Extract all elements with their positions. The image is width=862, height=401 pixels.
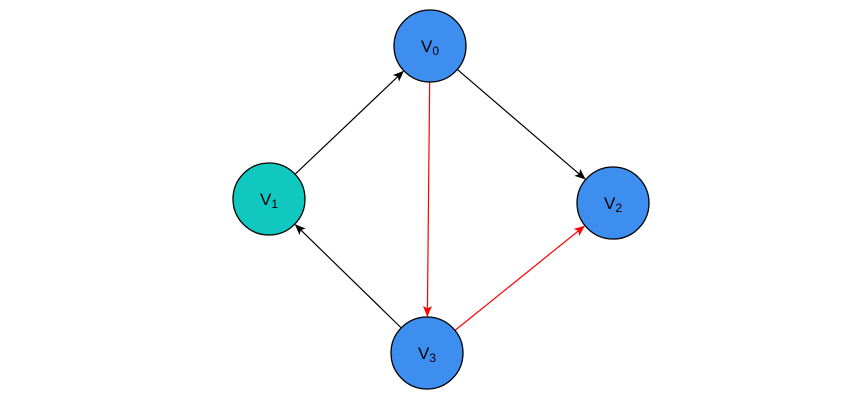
edge-v0-to-v3 — [422, 81, 432, 318]
node-v0-circle — [393, 9, 467, 83]
node-v1-circle — [232, 162, 306, 236]
node-v3: V3 — [390, 316, 464, 390]
node-v0: V0 — [393, 9, 467, 83]
node-v0-label: V0 — [421, 37, 439, 58]
node-v1: V1 — [232, 162, 306, 236]
node-v1-label: V1 — [260, 190, 278, 211]
edge-v3-to-v1 — [294, 224, 402, 329]
node-v3-circle — [390, 316, 464, 390]
node-v2: V2 — [576, 166, 650, 240]
edge-v3-to-v2 — [454, 225, 585, 331]
node-v2-circle — [576, 166, 650, 240]
edge-v1-to-v0 — [294, 70, 404, 175]
node-v3-label: V3 — [418, 344, 436, 365]
node-v2-label: V2 — [604, 194, 622, 215]
edge-v0-to-v2 — [456, 68, 586, 180]
edges-layer — [294, 68, 586, 331]
